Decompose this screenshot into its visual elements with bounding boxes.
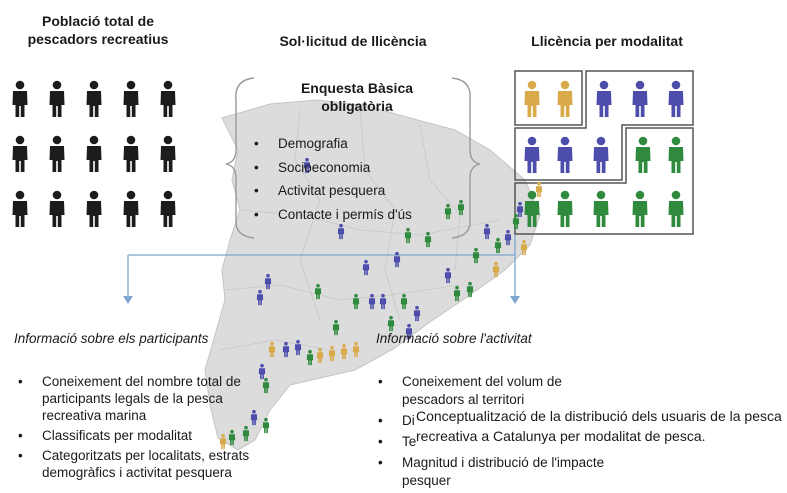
person-icon (413, 305, 421, 322)
person-icon (352, 293, 360, 310)
person-icon (453, 285, 461, 302)
survey-item: Activitat pesquera (250, 179, 460, 203)
title-population: Població total de pescadors recreatius (27, 13, 169, 47)
person-icon (368, 293, 376, 310)
person-icon (123, 190, 139, 227)
participants-heading: Informació sobre els participants (14, 331, 209, 346)
person-icon (12, 135, 28, 172)
person-icon (12, 80, 28, 117)
person-icon (314, 283, 322, 300)
person-icon (86, 135, 102, 172)
person-icon (632, 190, 648, 227)
population-grid (12, 80, 176, 227)
person-icon (256, 289, 264, 306)
person-icon (668, 80, 684, 117)
person-icon (393, 251, 401, 268)
person-icon (400, 293, 408, 310)
person-icon (123, 135, 139, 172)
person-icon (332, 319, 340, 336)
survey-item: Demografia (250, 132, 460, 156)
person-icon (516, 201, 524, 218)
person-icon (593, 136, 609, 173)
person-icon (535, 181, 543, 198)
person-icon (668, 190, 684, 227)
person-icon (494, 237, 502, 254)
person-icon (86, 190, 102, 227)
participants-item: Categoritzats per localitats, estrats de… (16, 447, 284, 481)
person-icon (596, 80, 612, 117)
right-brace (451, 77, 481, 239)
person-icon (444, 267, 452, 284)
participants-item: Classificats per modalitat (16, 427, 284, 444)
person-icon (352, 341, 360, 358)
person-icon (160, 190, 176, 227)
participants-item: Coneixement del nombre total de particip… (16, 373, 284, 424)
figure-caption: Conceptualització de la distribució dels… (416, 406, 782, 446)
person-icon (379, 293, 387, 310)
left-arrowhead (123, 296, 133, 304)
person-icon (316, 347, 324, 364)
person-icon (123, 80, 139, 117)
person-icon (268, 341, 276, 358)
activity-heading: Informació sobre l'activitat (376, 331, 532, 346)
person-icon (12, 190, 28, 227)
activity-item: Coneixement del volum de pescadors al te… (376, 373, 612, 409)
left-brace (225, 77, 255, 239)
person-icon (483, 223, 491, 240)
person-icon (362, 259, 370, 276)
person-icon (49, 80, 65, 117)
modality-blue-figures (524, 80, 684, 173)
person-icon (340, 343, 348, 360)
person-icon (524, 136, 540, 173)
person-icon (593, 190, 609, 227)
person-icon (387, 315, 395, 332)
person-icon (492, 261, 500, 278)
survey-title: Enquesta Bàsica obligatòria (300, 80, 414, 114)
person-icon (49, 135, 65, 172)
title-modality: Llicència per modalitat (531, 33, 683, 49)
modality-gold-figures (524, 80, 573, 117)
activity-item: Di (376, 412, 666, 430)
person-icon (466, 281, 474, 298)
person-icon (557, 190, 573, 227)
participants-list: Coneixement del nombre total de particip… (16, 373, 284, 484)
person-icon (328, 345, 336, 362)
person-icon (557, 136, 573, 173)
person-icon (632, 80, 648, 117)
person-icon (160, 80, 176, 117)
person-icon (668, 136, 684, 173)
modality-box-gold (514, 70, 583, 126)
person-icon (557, 80, 573, 117)
modality-box-blue (514, 70, 694, 181)
person-icon (504, 229, 512, 246)
person-icon (306, 349, 314, 366)
person-icon (86, 80, 102, 117)
activity-item: Te (376, 433, 666, 451)
title-request: Sol·licitud de llicència (279, 33, 427, 49)
person-icon (294, 339, 302, 356)
person-icon (282, 341, 290, 358)
activity-list: Coneixement del volum de pescadors al te… (376, 373, 666, 493)
survey-item: Contacte i permís d'ús (250, 203, 460, 227)
person-icon (524, 80, 540, 117)
person-icon (264, 273, 272, 290)
modality-box-green (514, 127, 694, 235)
person-icon (160, 135, 176, 172)
right-arrowhead (510, 296, 520, 304)
person-icon (520, 239, 528, 256)
survey-item: Socioeconomia (250, 156, 460, 180)
person-icon (424, 231, 432, 248)
survey-list: Demografia Socioeconomia Activitat pesqu… (250, 132, 460, 226)
activity-item: Magnitud i distribució de l'impacte pesq… (376, 454, 642, 490)
person-icon (635, 136, 651, 173)
person-icon (337, 223, 345, 240)
person-icon (404, 227, 412, 244)
person-icon (472, 247, 480, 264)
person-icon (49, 190, 65, 227)
